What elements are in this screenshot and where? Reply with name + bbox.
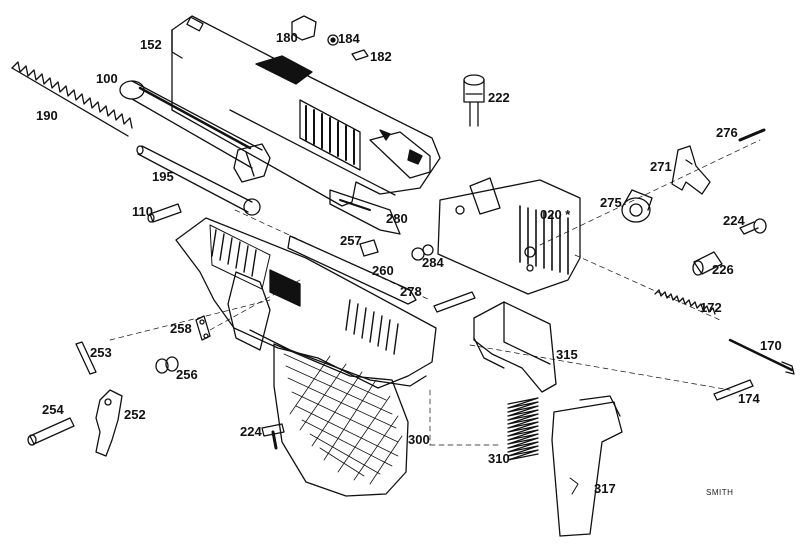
- pin-257: [359, 239, 379, 257]
- rod-170: [728, 338, 795, 375]
- grip-panel: [273, 343, 409, 497]
- sight-parts: [291, 15, 369, 61]
- guide-rod: [136, 145, 261, 216]
- screw-224-right: [739, 218, 767, 235]
- label-254: 254: [42, 402, 64, 417]
- label-152: 152: [140, 37, 162, 52]
- label-184: 184: [338, 31, 360, 46]
- magazine-spring: [507, 397, 539, 461]
- ejector-280: [329, 189, 401, 235]
- assembly-guide-lines: [109, 139, 761, 446]
- label-300: 300: [408, 432, 430, 447]
- frame-insert: [437, 177, 581, 295]
- label-222: 222: [488, 90, 510, 105]
- barrel: [119, 80, 271, 183]
- spring-172: [654, 289, 716, 315]
- pin-276: [738, 128, 766, 142]
- pin-253: [75, 341, 97, 375]
- bushing-275: [621, 189, 653, 223]
- label-172: 172: [700, 300, 722, 315]
- label-284: 284: [422, 255, 444, 270]
- label-174: 174: [738, 391, 760, 406]
- label-110: 110: [132, 204, 153, 219]
- artist-signature: SMITH: [706, 488, 734, 497]
- label-180: 180: [276, 30, 298, 45]
- plate-317: [551, 395, 623, 537]
- label-276: 276: [716, 125, 738, 140]
- label-280: 280: [386, 211, 408, 226]
- label-100: 100: [96, 71, 118, 86]
- label-020: 020 *: [540, 207, 571, 222]
- lever-271: [671, 145, 711, 195]
- label-315: 315: [556, 347, 578, 362]
- pin-278: [433, 291, 476, 313]
- label-258: 258: [170, 321, 192, 336]
- label-226: 226: [712, 262, 734, 277]
- magazine-catch: [473, 301, 557, 393]
- label-252: 252: [124, 407, 146, 422]
- ring-256: [155, 356, 179, 374]
- label-224-bottom: 224: [240, 424, 262, 439]
- bushing-226: [692, 251, 723, 276]
- rail-260: [287, 235, 417, 305]
- label-190: 190: [36, 108, 58, 123]
- label-182: 182: [370, 49, 392, 64]
- spring-284: [411, 244, 434, 261]
- label-224-right: 224: [723, 213, 745, 228]
- label-256: 256: [176, 367, 198, 382]
- label-257: 257: [340, 233, 362, 248]
- recoil-spring: [11, 61, 133, 137]
- frame: [175, 217, 437, 389]
- spring-258: [195, 315, 211, 341]
- pin-174: [713, 379, 754, 401]
- pin-254: [27, 417, 75, 446]
- slide: [171, 15, 441, 207]
- trigger: [95, 389, 123, 457]
- label-271: 271: [650, 159, 672, 174]
- screw-224-bottom: [261, 423, 285, 450]
- label-278: 278: [400, 284, 422, 299]
- pin-110: [147, 203, 182, 223]
- label-275: 275: [600, 195, 622, 210]
- label-170: 170: [760, 338, 782, 353]
- label-195: 195: [152, 169, 174, 184]
- screw-222: [463, 74, 485, 127]
- label-260: 260: [372, 263, 394, 278]
- label-253: 253: [90, 345, 112, 360]
- label-317: 317: [594, 481, 616, 496]
- label-310: 310: [488, 451, 510, 466]
